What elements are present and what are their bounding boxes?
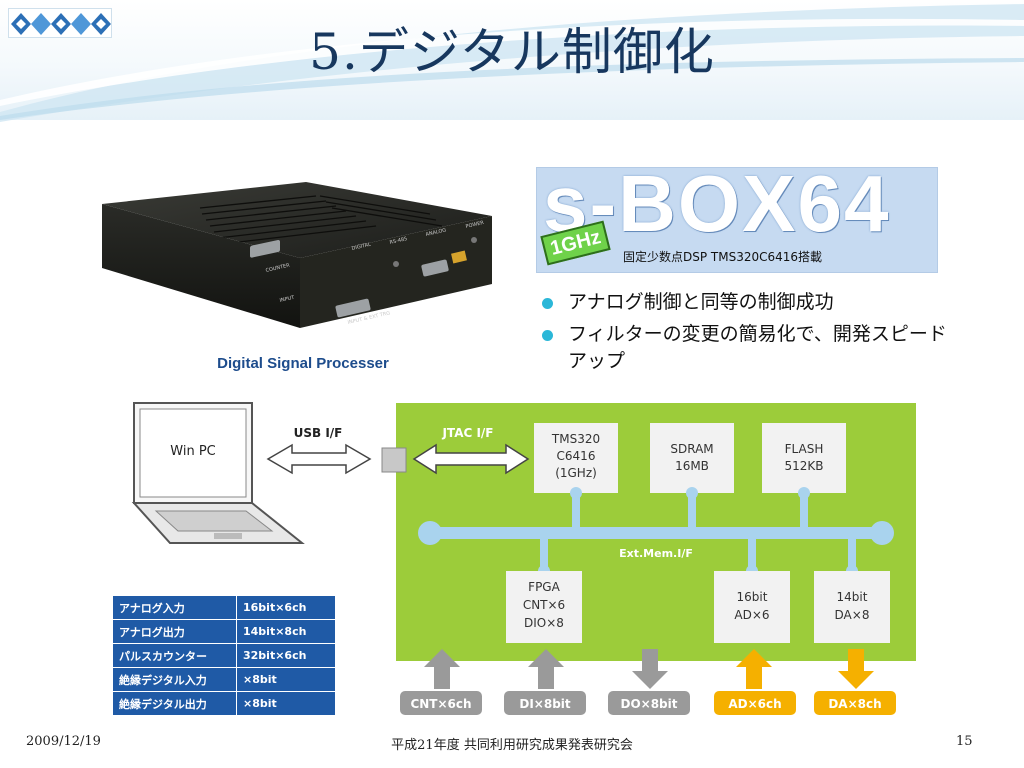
io-button-di-label: DI×8bit: [519, 697, 571, 711]
chip-dsp-line3: (1GHz): [555, 466, 597, 480]
chip-da-line1: 14bit: [837, 590, 868, 604]
chip-fpga-line2: CNT×6: [523, 598, 565, 612]
panel-label-analog: ANALOG: [425, 227, 447, 238]
spec-value: 32bit×6ch: [236, 643, 336, 668]
chip-da: 14bit DA×8: [814, 571, 890, 643]
chip-fpga: FPGA CNT×6 DIO×8: [506, 571, 582, 643]
dsp-photo-panel: COUNTER DIGITAL RS-485 ANALOG POWER INPU…: [90, 152, 516, 388]
chip-dsp: TMS320 C6416 (1GHz): [534, 423, 618, 493]
io-button-cnt: CNT×6ch: [400, 691, 482, 715]
chip-ad: 16bit AD×6: [714, 571, 790, 643]
table-row: パルスカウンター 32bit×6ch: [112, 643, 336, 668]
panel-label-power: POWER: [465, 220, 485, 230]
io-button-ad-label: AD×6ch: [728, 697, 781, 711]
jtac-double-arrow-icon: [412, 443, 530, 475]
spec-name: アナログ出力: [112, 619, 237, 644]
spec-value: ×8bit: [236, 691, 336, 716]
chip-sdram: SDRAM 16MB: [650, 423, 734, 493]
panel-label-digital: DIGITAL: [351, 242, 372, 252]
footer-date: 2009/12/19: [26, 734, 101, 749]
header-swoosh-decoration: [0, 4, 1024, 122]
bullet-list: アナログ制御と同等の制御成功 フィルターの変更の簡易化で、開発スピードアップ: [540, 289, 960, 380]
io-arrow-di: [528, 649, 564, 689]
chip-sdram-line1: SDRAM: [670, 442, 713, 456]
io-button-da: DA×8ch: [814, 691, 896, 715]
io-arrow-ad: [736, 649, 772, 689]
chip-flash-line1: FLASH: [785, 442, 824, 456]
jtac-if-label: JTAC I/F: [441, 426, 493, 440]
panel-label-input: INPUT: [279, 295, 296, 304]
footer-conference: 平成21年度 共同利用研究成果発表研究会: [391, 738, 633, 753]
chip-flash: FLASH 512KB: [762, 423, 846, 493]
bullet-dot-icon: [542, 330, 553, 341]
io-arrow-do: [632, 649, 668, 689]
bullet-item: フィルターの変更の簡易化で、開発スピードアップ: [540, 321, 960, 375]
chip-ad-line2: AD×6: [734, 608, 769, 622]
io-button-ad: AD×6ch: [714, 691, 796, 715]
io-button-do-label: DO×8bit: [620, 697, 677, 711]
panel-label-rs485: RS-485: [389, 236, 408, 246]
chip-dsp-line1: TMS320: [551, 432, 600, 446]
organization-logo: [8, 8, 112, 38]
io-button-do: DO×8bit: [608, 691, 690, 715]
spec-name: パルスカウンター: [112, 643, 237, 668]
dsp-box-photo: COUNTER DIGITAL RS-485 ANALOG POWER INPU…: [102, 182, 492, 328]
bullet-text: アナログ制御と同等の制御成功: [568, 291, 834, 313]
usb-double-arrow-icon: [266, 443, 372, 475]
sbox64-subtitle: 固定少数点DSP TMS320C6416搭載: [623, 250, 823, 264]
ext-mem-bus: [418, 487, 894, 577]
photo-caption: Digital Signal Processer: [217, 355, 389, 372]
table-row: アナログ出力 14bit×8ch: [112, 619, 336, 644]
chip-ad-line1: 16bit: [737, 590, 768, 604]
header-band: 5.デジタル制御化: [0, 0, 1024, 122]
pc-label: Win PC: [170, 444, 215, 459]
system-block-diagram: Win PC USB I/F JTAC I/F TMS320 C6416 (1G…: [131, 402, 916, 715]
spec-value: 16bit×6ch: [236, 595, 336, 620]
footer-page-number: 15: [956, 734, 973, 749]
io-button-di: DI×8bit: [504, 691, 586, 715]
table-row: アナログ入力 16bit×6ch: [112, 595, 336, 620]
spec-value: ×8bit: [236, 667, 336, 692]
io-arrow-cnt: [424, 649, 460, 689]
bullet-item: アナログ制御と同等の制御成功: [540, 289, 960, 316]
spec-name: 絶縁デジタル入力: [112, 667, 237, 692]
bullet-dot-icon: [542, 298, 553, 309]
slide-title: 5.デジタル制御化: [309, 23, 715, 81]
spec-table: アナログ入力 16bit×6ch アナログ出力 14bit×8ch パルスカウン…: [112, 595, 336, 716]
spec-name: アナログ入力: [112, 595, 237, 620]
spec-value: 14bit×8ch: [236, 619, 336, 644]
chip-fpga-line1: FPGA: [528, 580, 560, 594]
chip-fpga-line3: DIO×8: [524, 616, 564, 630]
io-button-da-label: DA×8ch: [828, 697, 881, 711]
chip-da-line2: DA×8: [835, 608, 870, 622]
panel-label-counter: COUNTER: [265, 262, 291, 273]
io-arrow-da: [838, 649, 874, 689]
usb-if-label: USB I/F: [294, 426, 343, 440]
table-row: 絶縁デジタル出力 ×8bit: [112, 691, 336, 716]
bus-label: Ext.Mem.I/F: [619, 547, 693, 560]
chip-sdram-line2: 16MB: [675, 459, 709, 473]
sbox64-logo: s-BOX64 1GHz 固定少数点DSP TMS320C6416搭載: [536, 167, 938, 273]
usb-connector-icon: [381, 447, 407, 473]
chip-flash-line2: 512KB: [784, 459, 823, 473]
table-row: 絶縁デジタル入力 ×8bit: [112, 667, 336, 692]
laptop-icon: [131, 402, 305, 544]
spec-name: 絶縁デジタル出力: [112, 691, 237, 716]
chip-dsp-line2: C6416: [557, 449, 596, 463]
bullet-text: フィルターの変更の簡易化で、開発スピードアップ: [568, 323, 947, 372]
io-button-cnt-label: CNT×6ch: [410, 697, 471, 711]
